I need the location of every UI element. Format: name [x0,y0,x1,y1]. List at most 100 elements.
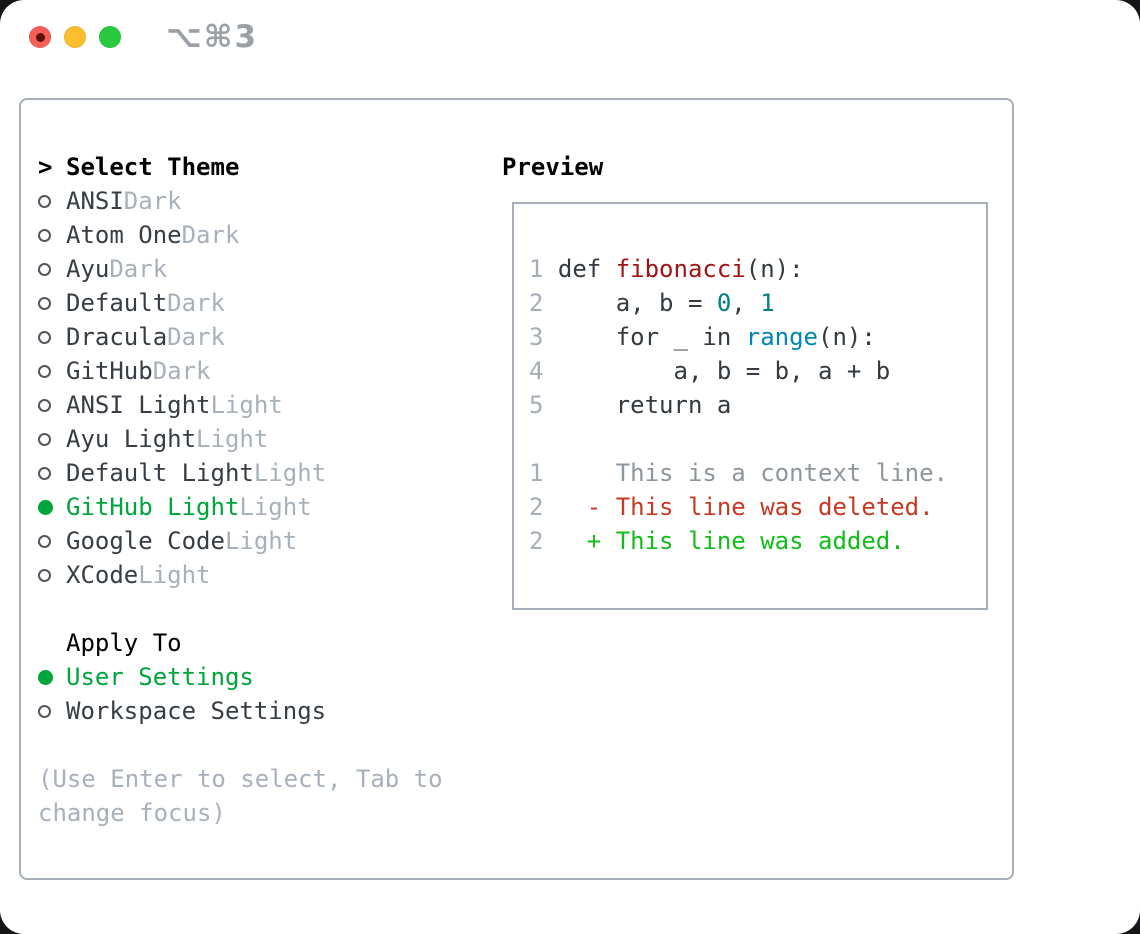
apply-option-user-settings[interactable]: User Settings [38,660,443,694]
theme-name: Default Light [66,459,254,487]
theme-list-heading: > Select Theme [38,150,443,184]
radio-marker [38,704,66,718]
theme-option-atom-one[interactable]: Atom One Dark [38,218,443,252]
radio-unselected-icon [38,262,51,276]
radio-unselected-icon [38,534,51,548]
radio-selected-icon [38,669,53,685]
theme-option-dracula[interactable]: Dracula Dark [38,320,443,354]
code-line: 4 a, b = b, a + b [529,357,891,385]
theme-variant-tag: Light [253,459,327,487]
apply-to-title: Apply To [66,629,182,657]
zoom-button[interactable] [99,26,121,48]
theme-variant-tag: Light [224,527,298,555]
line-number: 2 [529,289,544,317]
line-number: 2 [529,493,544,521]
radio-marker [38,669,66,685]
theme-name: ANSI [66,187,124,215]
theme-variant-tag: Dark [181,221,240,249]
theme-list-title: Select Theme [66,153,240,181]
line-number: 3 [529,323,544,351]
radio-marker [38,296,66,310]
hint-text: change focus) [38,799,226,827]
radio-marker [38,364,66,378]
theme-variant-tag: Dark [152,357,211,385]
radio-marker [38,398,66,412]
radio-unselected-icon [38,704,51,718]
cursor-prefix: > [38,153,53,181]
code-line: 2 a, b = 0, 1 [529,289,775,317]
close-button[interactable] [29,26,51,48]
line-number: 2 [529,527,544,555]
theme-name: Ayu Light [66,425,197,453]
radio-marker [38,228,66,242]
code-line: 1 def fibonacci(n): [529,255,804,283]
traffic-lights [29,26,134,48]
code-line: 2 - This line was deleted. [529,493,934,521]
code-line: 2 + This line was added. [529,527,905,555]
preview-heading: Preview [502,153,604,181]
preview-box: 1 def fibonacci(n): 2 a, b = 0, 1 3 for _ … [512,202,988,610]
recording-dot-icon [35,32,45,42]
theme-variant-tag: Dark [123,187,182,215]
radio-marker [38,466,66,480]
radio-selected-icon [38,499,53,515]
theme-variant-tag: Dark [109,255,168,283]
theme-option-default-light[interactable]: Default Light Light [38,456,443,490]
minimize-button[interactable] [64,26,86,48]
radio-marker [38,568,66,582]
radio-marker [38,330,66,344]
theme-variant-tag: Light [138,561,211,589]
theme-option-ansi[interactable]: ANSI Dark [38,184,443,218]
line-number: 4 [529,357,544,385]
apply-option-label: User Settings [66,663,254,691]
code-line [529,422,948,456]
theme-option-github-light[interactable]: GitHub Light Light [38,490,443,524]
theme-name: GitHub Light [66,493,240,521]
radio-marker [38,499,66,515]
code-line: 3 for _ in range(n): [529,323,876,351]
theme-name: Dracula [66,323,168,351]
radio-marker [38,194,66,208]
theme-option-github[interactable]: GitHub Dark [38,354,443,388]
theme-name: Ayu [66,255,110,283]
radio-unselected-icon [38,194,51,208]
radio-marker [38,534,66,548]
radio-marker [38,432,66,446]
radio-unselected-icon [38,364,51,378]
radio-unselected-icon [38,432,51,446]
theme-variant-tag: Dark [167,323,225,351]
theme-option-ayu-light[interactable]: Ayu Light Light [38,422,443,456]
code-line: 1 This is a context line. [529,459,949,487]
theme-option-default[interactable]: Default Dark [38,286,443,320]
window-titlebar: ⌥⌘3 [0,0,1140,72]
radio-unselected-icon [38,568,51,582]
theme-option-ayu[interactable]: Ayu Dark [38,252,443,286]
line-number: 1 [529,459,544,487]
theme-name: Google Code [66,527,225,555]
radio-unselected-icon [38,466,51,480]
theme-option-google-code[interactable]: Google Code Light [38,524,443,558]
theme-name: Default [66,289,168,317]
radio-unselected-icon [38,296,51,310]
theme-option-xcode[interactable]: XCode Light [38,558,443,592]
line-number: 1 [529,255,544,283]
theme-name: Atom One [66,221,182,249]
line-number: 5 [529,391,544,419]
theme-variant-tag: Light [210,391,283,419]
theme-variant-tag: Light [196,425,269,453]
code-preview: 1 def fibonacci(n): 2 a, b = 0, 1 3 for _ … [529,252,948,558]
code-line: 5 return a [529,391,732,419]
radio-unselected-icon [38,228,51,242]
window-shortcut-title: ⌥⌘3 [166,19,259,55]
apply-option-label: Workspace Settings [66,697,327,725]
theme-variant-tag: Dark [167,289,225,317]
theme-option-ansi-light[interactable]: ANSI Light Light [38,388,443,422]
apply-to-heading: Apply To [38,626,443,660]
theme-variant-tag: Light [239,493,312,521]
hint-text: (Use Enter to select, Tab to [38,765,443,793]
theme-name: ANSI Light [66,391,211,419]
radio-unselected-icon [38,330,51,344]
apply-option-workspace-settings[interactable]: Workspace Settings [38,694,443,728]
theme-name: XCode [66,561,139,589]
